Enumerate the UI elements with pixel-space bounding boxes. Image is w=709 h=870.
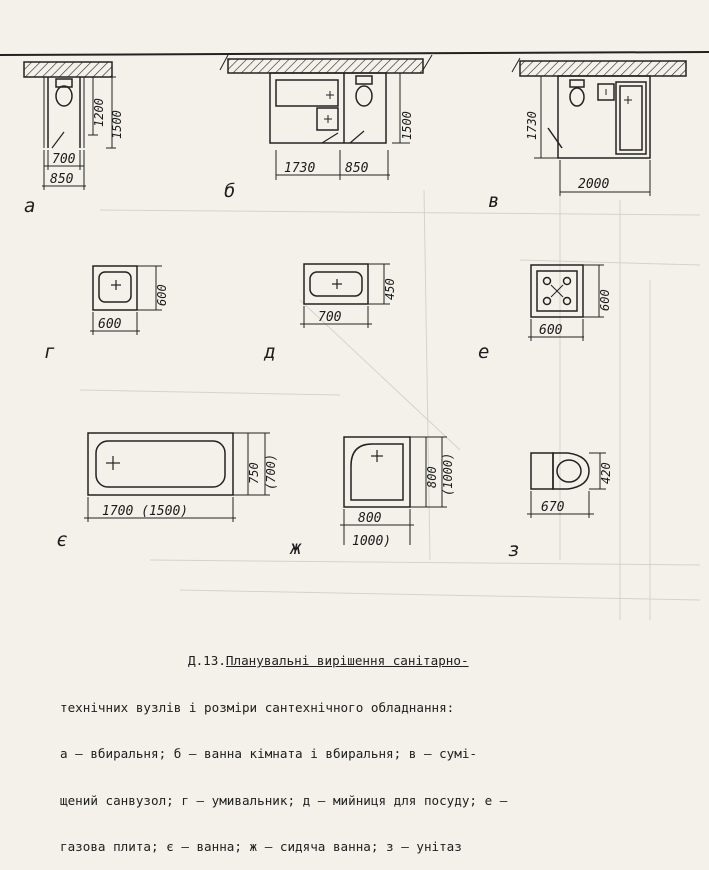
- dim-v-1730: 1730: [525, 111, 539, 140]
- dim-a-850: 850: [50, 172, 74, 187]
- dim-b-1500: 1500: [400, 111, 414, 140]
- panel-letter-a: а: [24, 195, 35, 217]
- caption-line-3: а – вбиральня; б – ванна кімната і вбира…: [60, 746, 478, 761]
- panel-b-bath-wc-plan: [219, 54, 433, 180]
- panel-a-wc-plan: [23, 61, 116, 190]
- panel-letter-ie: є: [56, 529, 67, 551]
- dim-a-1500: 1500: [110, 110, 124, 139]
- dim-e-600-h: 600: [539, 323, 563, 338]
- drawing-canvas: 1200 1500 700 850 а 1500 1730 850 б: [0, 51, 709, 620]
- dim-b-850: 850: [345, 161, 369, 176]
- caption-line-5: газова плита; є – ванна; ж – сидяча ванн…: [60, 839, 462, 854]
- panel-ie-bathtub: [84, 432, 270, 522]
- dim-d-700: 700: [318, 310, 342, 325]
- panel-g-washbasin: [90, 265, 162, 335]
- panel-letter-e: е: [478, 341, 489, 363]
- dim-ie-700: (700): [264, 454, 278, 490]
- dim-a-1200: 1200: [92, 98, 106, 127]
- dim-ie-1700: 1700 (1500): [102, 504, 188, 519]
- dim-g-600-v: 600: [155, 284, 169, 306]
- dim-z-420: 420: [599, 462, 613, 484]
- dim-d-450: 450: [383, 278, 397, 300]
- dim-zh-800-h: 800: [358, 511, 382, 526]
- caption-title: Планувальні вирішення санітарно-: [225, 653, 469, 668]
- top-wall-line: [0, 51, 709, 56]
- dim-e-600-v: 600: [598, 289, 612, 311]
- panel-letter-d: д: [263, 341, 275, 363]
- figure-caption: Д.13.Планувальні вирішення санітарно- те…: [60, 622, 700, 870]
- panel-z-toilet: [527, 452, 606, 518]
- panel-v-combined-plan: [511, 57, 687, 196]
- panel-letter-g: г: [44, 341, 55, 363]
- dim-a-700: 700: [52, 152, 76, 167]
- caption-figure-number: Д.13.: [188, 653, 226, 668]
- panel-letter-b: б: [224, 180, 235, 202]
- background-bleed: [79, 189, 701, 620]
- panel-letter-zh: ж: [289, 537, 302, 559]
- caption-line-2: технічних вузлів і розміри сантехнічного…: [60, 699, 455, 715]
- panel-d-sink: [300, 263, 390, 328]
- caption-line-1: Д.13.Планувальні вирішення санітарно-: [60, 653, 700, 669]
- dim-zh-1000-v: (1000): [441, 453, 455, 496]
- panel-letter-v: в: [488, 190, 499, 212]
- dim-b-1730: 1730: [284, 161, 315, 176]
- dim-v-2000: 2000: [578, 177, 609, 192]
- dim-zh-1000-h: 1000): [352, 534, 391, 549]
- dim-z-670: 670: [541, 500, 565, 515]
- panel-zh-sitting-bath: [340, 436, 447, 545]
- caption-line-4: щений санвузол; г – умивальник; д – мийн…: [60, 792, 508, 808]
- dim-g-600-h: 600: [98, 317, 122, 332]
- dim-ie-750: 750: [247, 462, 261, 484]
- panel-letter-z: з: [508, 539, 519, 561]
- panel-e-gas-stove: [528, 264, 604, 341]
- dim-zh-800-v: 800: [425, 466, 439, 488]
